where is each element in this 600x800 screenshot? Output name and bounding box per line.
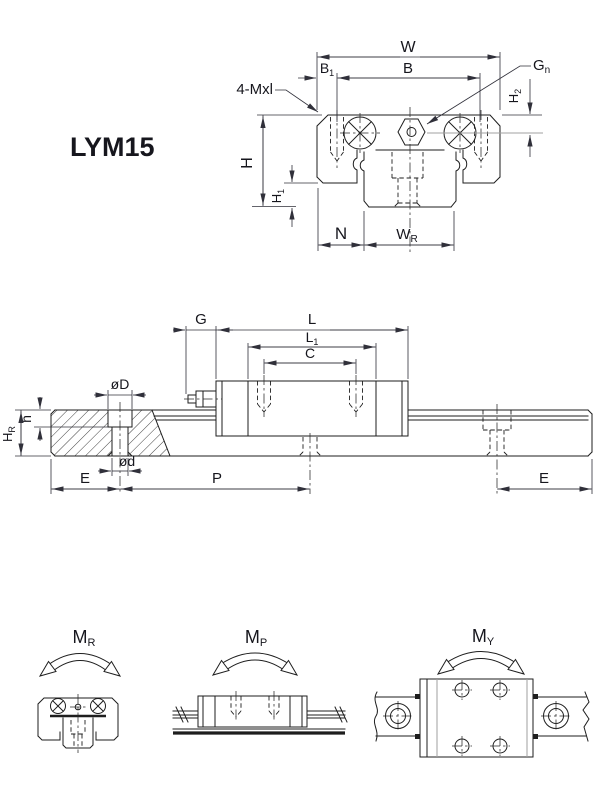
moment-diagrams: MR bbox=[37, 626, 590, 758]
dim-label-wr: WR bbox=[396, 226, 417, 245]
rail-cross-section-outline bbox=[359, 151, 461, 208]
dim-label-hr: HR bbox=[0, 426, 17, 442]
dim-label-h1: H1 bbox=[269, 189, 286, 203]
dim-label-g: G bbox=[195, 311, 207, 328]
moment-label-mr: MR bbox=[73, 627, 96, 649]
section-boundary bbox=[151, 409, 171, 457]
moment-label-mp: MP bbox=[245, 627, 267, 649]
curved-arrow-mr-icon bbox=[38, 653, 122, 677]
dim-label-od-big: øD bbox=[111, 376, 130, 392]
mini-side-view-mp bbox=[172, 691, 348, 735]
carriage-block-side bbox=[215, 380, 409, 437]
dim-counterbore-dia: øD bbox=[94, 376, 146, 409]
callout-gn: Gn bbox=[426, 57, 550, 125]
rail-hole-right-hidden bbox=[482, 404, 512, 494]
dim-label-c: C bbox=[305, 345, 315, 361]
dim-label-n: N bbox=[335, 224, 347, 243]
mini-front-view-mr bbox=[37, 694, 119, 753]
rail-hole-hidden-lines bbox=[391, 152, 424, 208]
dim-label-b: B bbox=[403, 60, 413, 77]
dim-label-h: H bbox=[239, 157, 256, 169]
dim-c: C bbox=[263, 345, 357, 374]
grease-nipple-side-icon bbox=[184, 390, 222, 408]
dim-h: H bbox=[239, 114, 322, 207]
dim-label-gn: Gn bbox=[533, 57, 550, 76]
dim-counterbore-depth: h bbox=[18, 397, 108, 441]
callout-mounting-holes: 4-Mxl bbox=[236, 81, 319, 113]
dim-b1-b: B1 B bbox=[298, 60, 481, 122]
dim-h1: H1 bbox=[269, 165, 318, 227]
curved-arrow-my-icon bbox=[436, 651, 526, 675]
side-view: øD h HR ød bbox=[0, 311, 593, 494]
moment-yaw: MY bbox=[373, 626, 590, 758]
carriage-block-outline bbox=[316, 114, 501, 184]
dim-label-4mxl: 4-Mxl bbox=[236, 81, 273, 98]
rail-section-hatch bbox=[51, 410, 170, 456]
dim-label-l: L bbox=[308, 311, 316, 328]
rail-hole-under-block bbox=[299, 433, 321, 494]
dim-h2: H2 bbox=[502, 79, 542, 157]
dim-g-l: G L bbox=[173, 311, 409, 394]
dim-label-h-depth: h bbox=[18, 415, 34, 423]
dim-label-od-small: ød bbox=[119, 453, 135, 469]
curved-arrow-mp-icon bbox=[211, 652, 299, 676]
model-label: LYM15 bbox=[70, 132, 155, 162]
dim-label-e-left: E bbox=[80, 470, 90, 487]
dim-l1: L1 bbox=[247, 329, 377, 379]
dim-label-p: P bbox=[212, 470, 222, 487]
rail-side-outline bbox=[50, 409, 593, 457]
block-thread-holes-hidden bbox=[257, 375, 363, 417]
dim-label-w: W bbox=[400, 39, 416, 56]
dim-label-b1: B1 bbox=[320, 60, 334, 78]
front-cross-section-view: W B1 B Gn 4-Mxl H bbox=[236, 39, 550, 252]
dim-label-h2: H2 bbox=[506, 89, 523, 103]
mini-top-view-my bbox=[373, 678, 590, 758]
dim-e-p-e: E P E bbox=[50, 459, 593, 494]
dim-hole-dia: ød bbox=[98, 453, 142, 476]
rail-counterbore-hole-section bbox=[107, 402, 133, 494]
dim-rail-height: HR bbox=[0, 409, 51, 457]
dim-w: W bbox=[316, 39, 501, 110]
dim-label-e-right: E bbox=[539, 470, 549, 487]
moment-label-my: MY bbox=[472, 626, 495, 648]
dim-label-l1: L1 bbox=[306, 329, 319, 347]
moment-pitch: MP bbox=[172, 627, 348, 735]
dim-n-wr: N WR bbox=[317, 188, 455, 251]
ball-bearing-left-icon bbox=[340, 113, 380, 153]
grease-nipple-hex-icon bbox=[397, 118, 543, 146]
moment-roll: MR bbox=[37, 627, 122, 753]
